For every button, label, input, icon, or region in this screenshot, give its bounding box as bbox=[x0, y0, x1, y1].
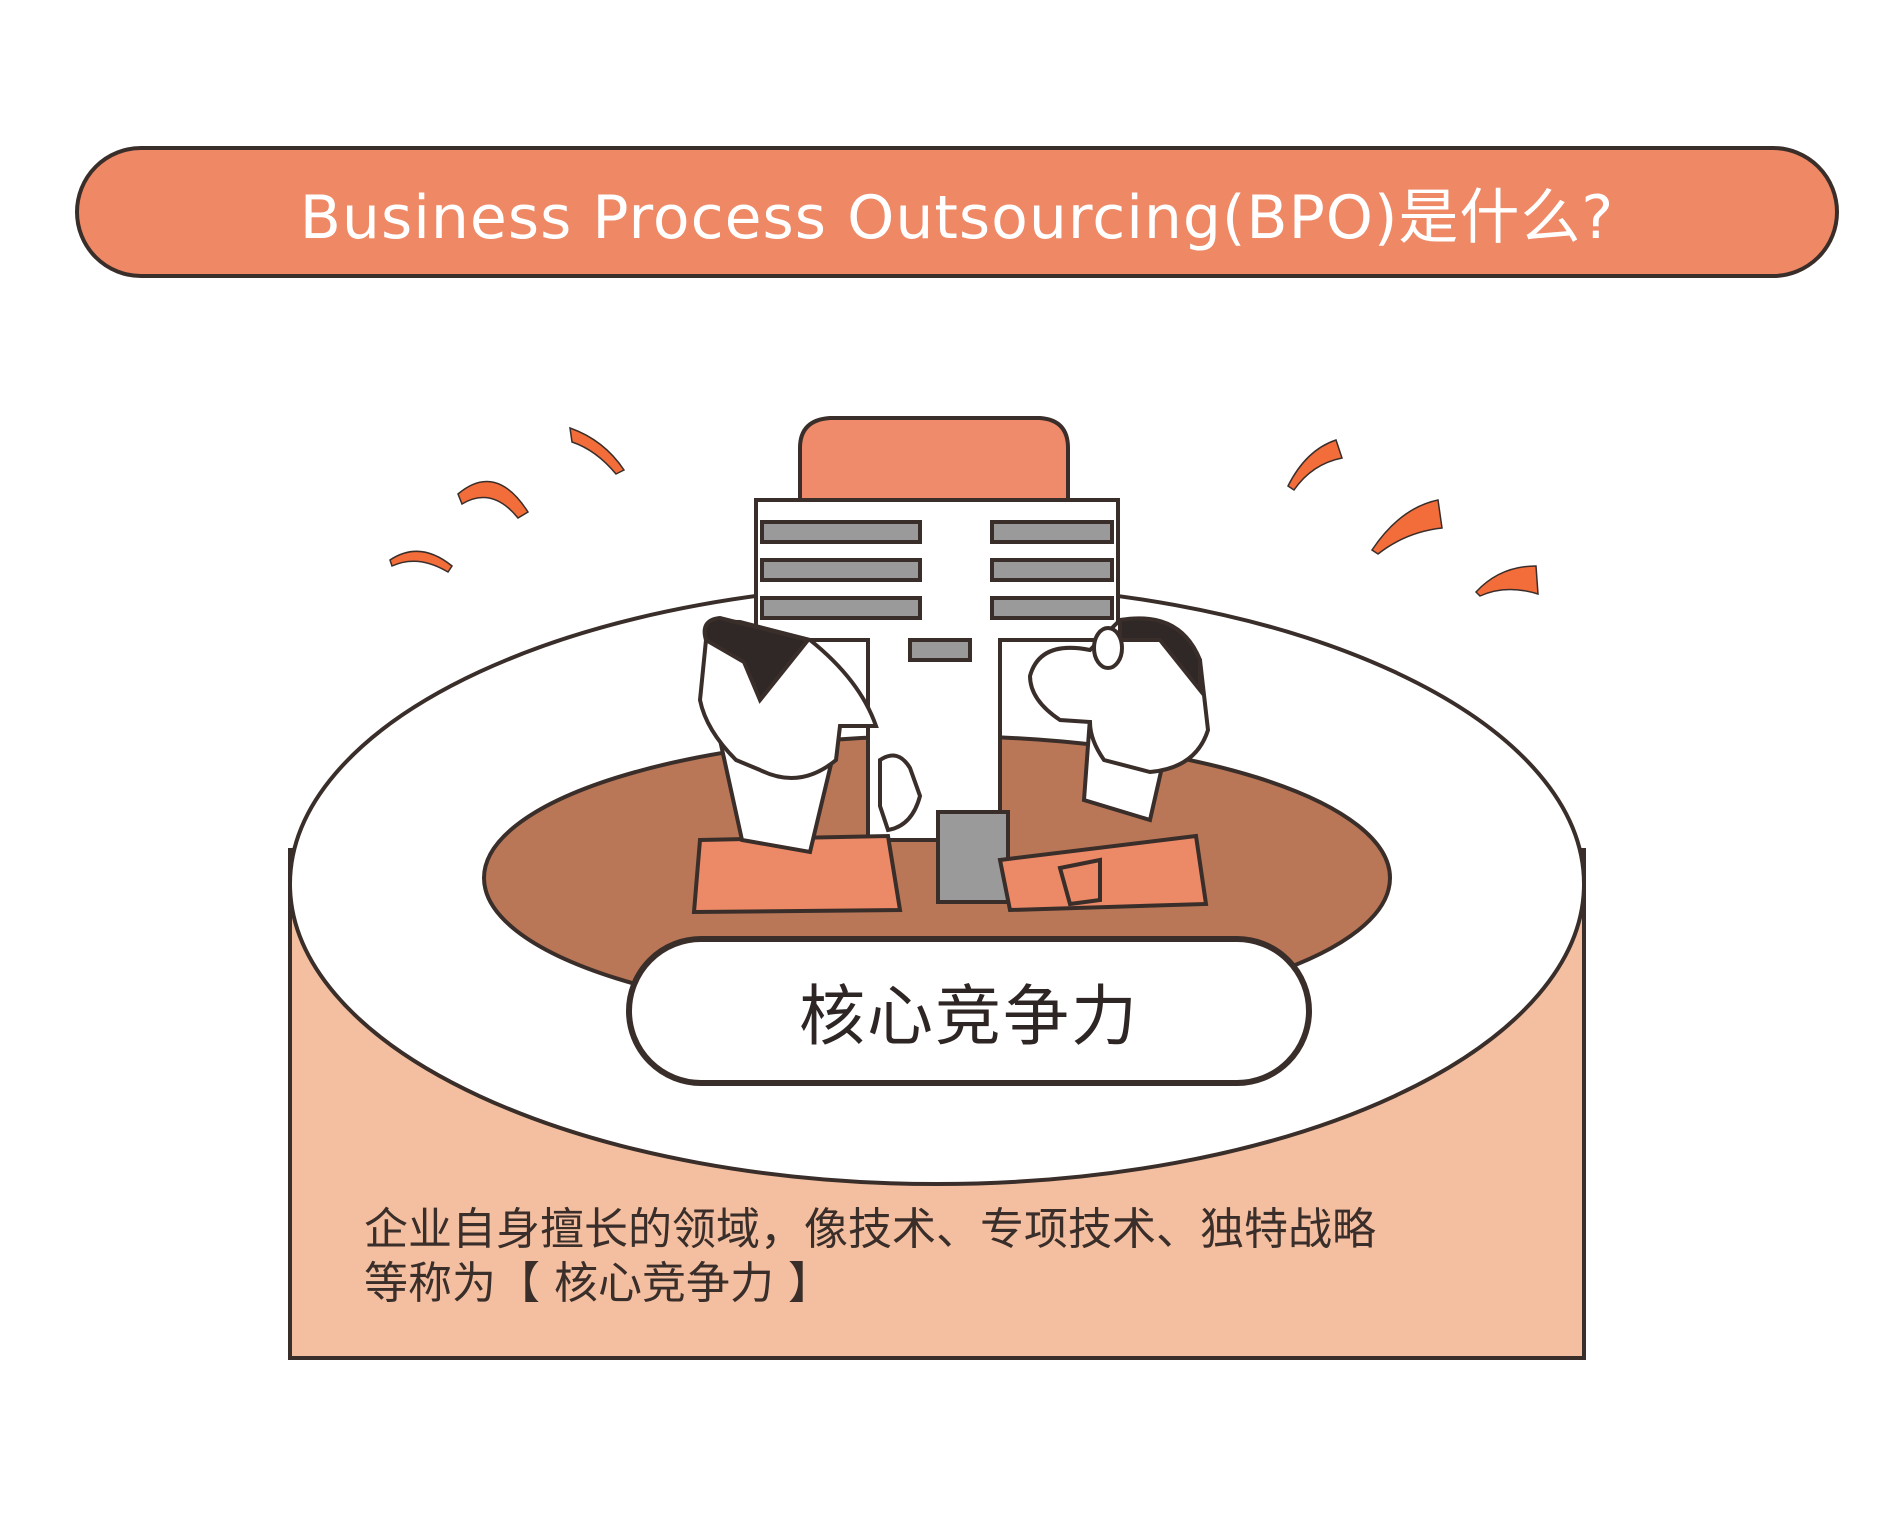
spark-icon bbox=[389, 426, 626, 574]
description-line-2: 等称为【 核心竞争力 】 bbox=[364, 1258, 832, 1309]
core-competence-label: 核心竞争力 bbox=[799, 978, 1139, 1055]
businessman-icon bbox=[997, 616, 1211, 913]
description-line-1: 企业自身擅长的领域，像技术、专项技术、独特战略 bbox=[364, 1204, 1376, 1255]
description-text: 企业自身擅长的领域，像技术、专项技术、独特战略 等称为【 核心竞争力 】 bbox=[364, 1203, 1564, 1311]
page-title: Business Process Outsourcing(BPO)是什么? bbox=[299, 182, 1615, 253]
businessman-icon bbox=[691, 615, 923, 915]
spark-icon bbox=[1287, 439, 1539, 597]
core-competence-badge: 核心竞争力 bbox=[626, 936, 1312, 1086]
title-banner: Business Process Outsourcing(BPO)是什么? bbox=[75, 146, 1839, 278]
building-icon bbox=[754, 416, 1120, 904]
